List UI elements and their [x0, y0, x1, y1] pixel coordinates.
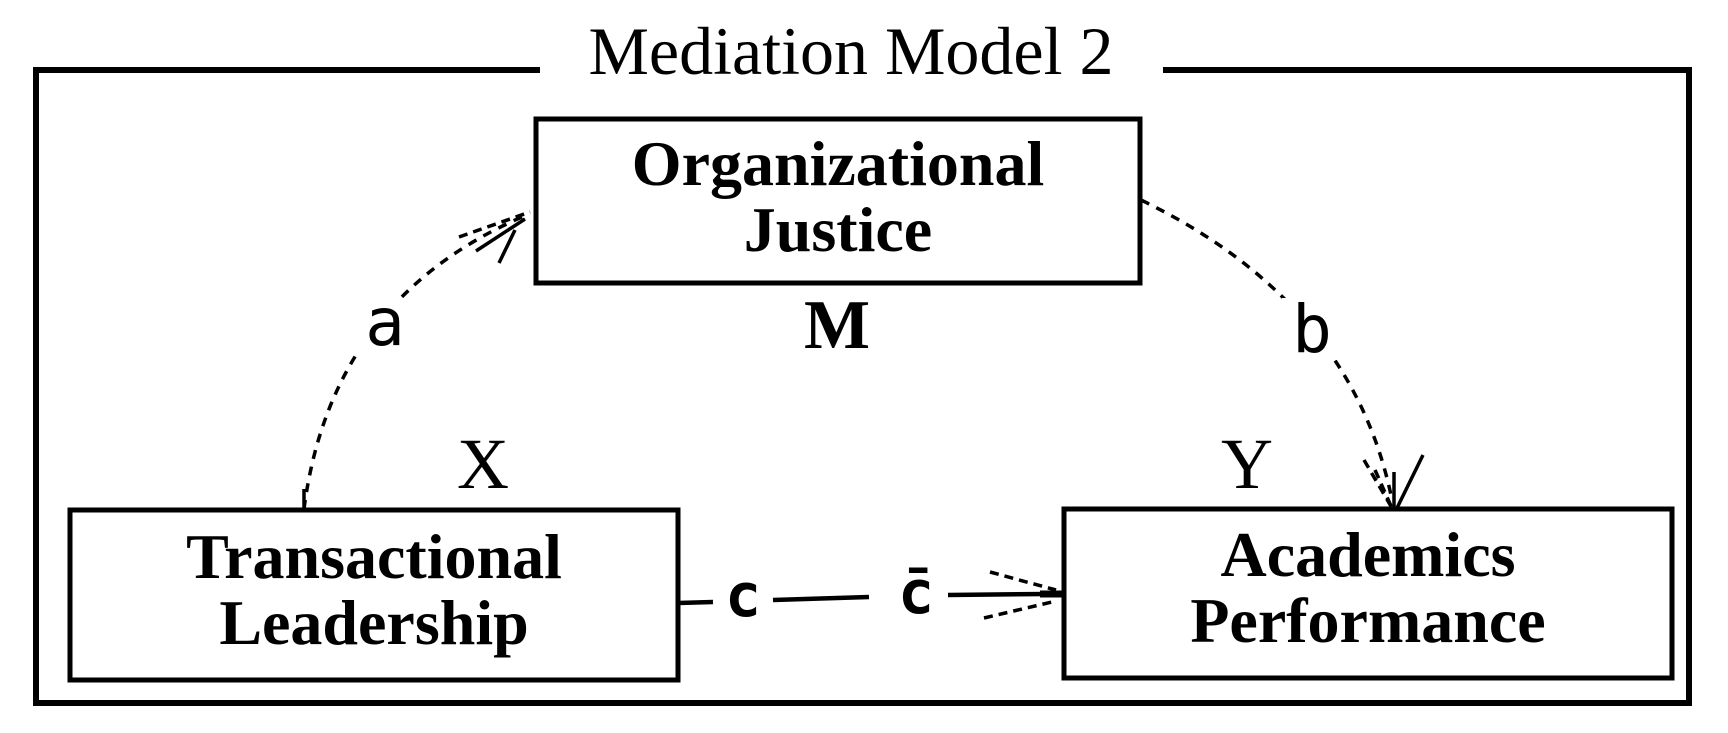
path-a-arrowhead	[302, 210, 531, 510]
node-mediator-label-line1: Organizational	[632, 128, 1044, 199]
diagram-title: Mediation Model 2	[588, 13, 1113, 89]
node-dependent-box	[1061, 506, 1675, 681]
path-b-arrowhead	[1362, 454, 1425, 509]
path-c-bar-label: c̄	[898, 558, 934, 628]
outer-frame-border	[33, 67, 1692, 706]
path-c-line	[677, 591, 1047, 606]
node-mediator: Organizational Justice	[533, 116, 1143, 286]
node-dependent-label-line1: Academics	[1220, 519, 1515, 590]
path-b-label: b	[1292, 291, 1332, 368]
role-label-y: Y	[1221, 424, 1273, 504]
node-independent-box	[67, 507, 681, 683]
path-c-label: c	[725, 561, 761, 631]
node-independent-label-line2: Leadership	[219, 587, 528, 658]
path-a-label: a	[365, 284, 405, 361]
node-independent-label-line1: Transactional	[186, 521, 562, 592]
node-mediator-box	[533, 116, 1143, 286]
role-label-x: X	[457, 424, 509, 504]
node-dependent-label-line2: Performance	[1190, 585, 1545, 656]
node-mediator-label-line2: Justice	[744, 194, 932, 265]
node-independent: Transactional Leadership	[67, 507, 681, 683]
role-label-m: M	[804, 287, 870, 364]
label-b-backplate	[1282, 298, 1344, 360]
label-a-backplate	[352, 300, 418, 354]
node-dependent: Academics Performance	[1061, 506, 1675, 681]
